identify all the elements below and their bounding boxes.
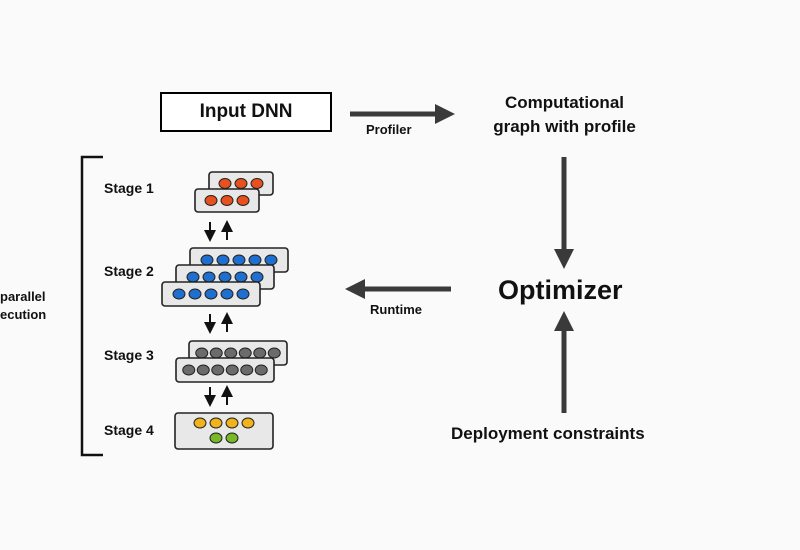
stage-3-label: Stage 3 [104, 347, 154, 363]
stage-3-node [238, 347, 252, 359]
stage-4-node [225, 432, 239, 444]
stage-3-node [240, 364, 254, 376]
input-dnn-box: Input DNN [160, 92, 332, 132]
parallel-execution-line-2: ecution [0, 307, 47, 322]
computational-graph-label: Computational graph with profile [462, 91, 667, 139]
stage-4-node [193, 417, 207, 429]
stage-1-node [236, 195, 250, 206]
stages-group [161, 171, 289, 450]
stage-3-node [195, 347, 209, 359]
stage-1-label: Stage 1 [104, 180, 154, 196]
stage-3-layer-2 [175, 357, 275, 383]
stage-2-node [264, 254, 278, 266]
parallel-execution-label: parallel ecution [0, 288, 46, 324]
stage-2-node [218, 271, 232, 283]
stage-3-node [225, 364, 239, 376]
stage-2-3-arrows [204, 312, 233, 334]
stage-2-node [234, 271, 248, 283]
stage-2-node [232, 254, 246, 266]
deployment-constraints-label: Deployment constraints [451, 424, 645, 443]
optimizer-label: Optimizer [498, 275, 623, 305]
stage-1-node [234, 178, 248, 189]
computational-graph-line-2: graph with profile [493, 117, 636, 136]
stage-2-node [172, 288, 186, 300]
stage-3-node [254, 364, 268, 376]
stage-4-layer-1 [174, 412, 274, 450]
stage-3-node [196, 364, 210, 376]
stage-4-label: Stage 4 [104, 422, 154, 438]
stage-2-node [202, 271, 216, 283]
stage-3-node [182, 364, 196, 376]
stage-2-node [220, 288, 234, 300]
stage-3-node [211, 364, 225, 376]
stage-4-node [209, 417, 223, 429]
parallel-execution-line-1: parallel [0, 289, 46, 304]
input-dnn-label: Input DNN [199, 101, 293, 122]
stage-1-node [220, 195, 234, 206]
runtime-label: Runtime [370, 302, 422, 317]
stage-2-node [186, 271, 200, 283]
stage-4-node [241, 417, 255, 429]
profiler-label: Profiler [366, 122, 412, 137]
stage-2-label: Stage 2 [104, 263, 154, 279]
stage-1-node [250, 178, 264, 189]
parallel-execution-bracket [80, 155, 103, 457]
stage-3-4-arrows [204, 385, 233, 407]
computational-graph-line-1: Computational [505, 93, 624, 112]
stage-3-node [209, 347, 223, 359]
stage-4-node [225, 417, 239, 429]
stage-2-node [204, 288, 218, 300]
stage-1-2-arrows [204, 220, 233, 242]
stage-2-node [200, 254, 214, 266]
stage-3-node [267, 347, 281, 359]
stage-2-node [216, 254, 230, 266]
stage-3-node [253, 347, 267, 359]
stage-4-node [209, 432, 223, 444]
stage-2-node [250, 271, 264, 283]
stage-2-node [248, 254, 262, 266]
stage-1-node [218, 178, 232, 189]
stage-2-node [188, 288, 202, 300]
stage-1-node [204, 195, 218, 206]
stage-3-node [224, 347, 238, 359]
stage-2-node [236, 288, 250, 300]
